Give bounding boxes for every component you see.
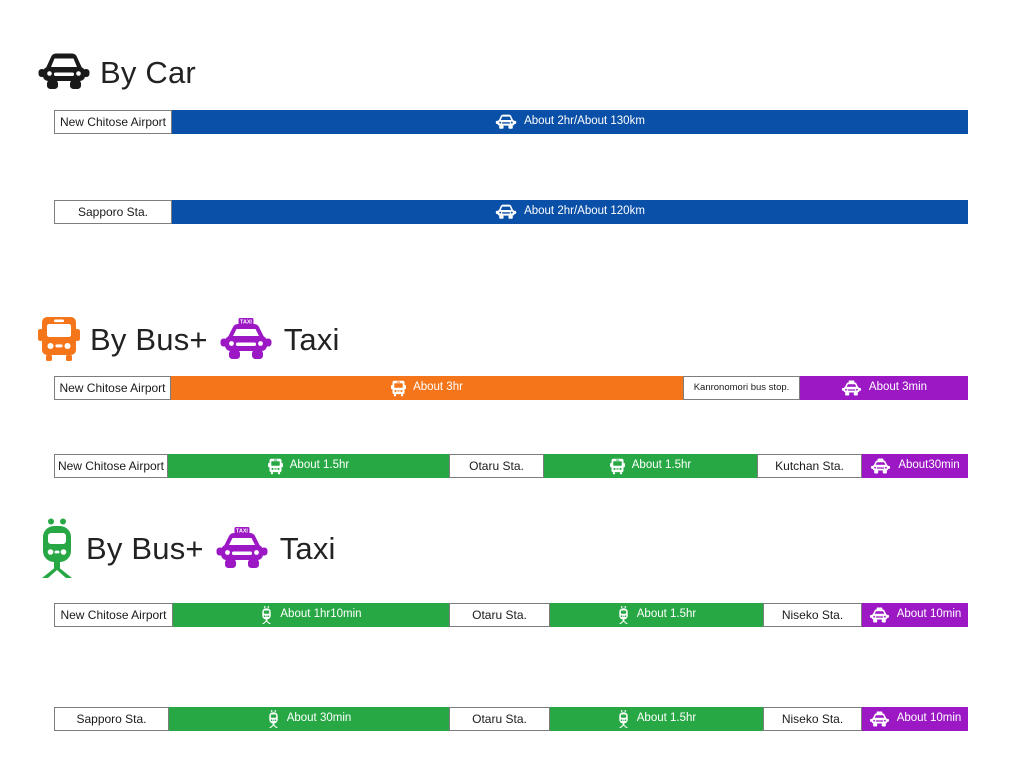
route-leg[interactable]: About 10min bbox=[862, 707, 968, 731]
route-row: New Chitose Airport About 1hr10min Ot bbox=[54, 603, 968, 627]
taxi-icon: TAXI bbox=[220, 318, 272, 359]
section-heading-by-car: By Car bbox=[38, 52, 196, 92]
leg-label: About 2hr/About 130km bbox=[524, 115, 645, 128]
taxi-icon bbox=[869, 711, 889, 727]
route-node[interactable]: Otaru Sta. bbox=[449, 603, 550, 627]
svg-text:TAXI: TAXI bbox=[240, 320, 252, 326]
section-title-after: Taxi bbox=[283, 321, 340, 357]
node-label: Kanronomori bus stop. bbox=[693, 382, 790, 394]
route-node[interactable]: New Chitose Airport bbox=[54, 603, 173, 627]
leg-label: About 1.5hr bbox=[636, 712, 697, 725]
node-label: Otaru Sta. bbox=[472, 608, 527, 622]
bus-icon bbox=[267, 458, 283, 474]
node-label: Otaru Sta. bbox=[472, 712, 527, 726]
node-label: Niseko Sta. bbox=[781, 712, 844, 726]
route-leg[interactable]: About 3min bbox=[800, 376, 968, 400]
leg-label: About 1.5hr bbox=[631, 459, 692, 472]
node-label: Kutchan Sta. bbox=[775, 459, 844, 473]
route-leg[interactable]: About30min bbox=[862, 454, 968, 478]
route-node[interactable]: New Chitose Airport bbox=[54, 376, 171, 400]
leg-label: About 1hr10min bbox=[280, 608, 362, 621]
route-node[interactable]: Kanronomori bus stop. bbox=[683, 376, 800, 400]
taxi-icon bbox=[841, 380, 861, 396]
route-leg[interactable]: About 10min bbox=[862, 603, 968, 627]
leg-label: About 1.5hr bbox=[289, 459, 350, 472]
route-leg[interactable]: About 30min bbox=[169, 707, 449, 731]
node-label: Otaru Sta. bbox=[469, 459, 524, 473]
node-label: Niseko Sta. bbox=[781, 608, 844, 622]
route-leg[interactable]: About 3hr bbox=[171, 376, 683, 400]
route-row: New Chitose Airport About 1.5hr bbox=[54, 454, 968, 478]
leg-label: About30min bbox=[898, 459, 960, 472]
node-label: Sapporo Sta. bbox=[77, 205, 149, 219]
section-title-after: Taxi bbox=[279, 530, 336, 566]
route-leg[interactable]: About 1hr10min bbox=[173, 603, 449, 627]
taxi-icon: TAXI bbox=[216, 527, 268, 568]
train-icon bbox=[268, 710, 278, 728]
train-icon bbox=[618, 710, 628, 728]
route-leg[interactable]: About 1.5hr bbox=[168, 454, 449, 478]
car-icon bbox=[38, 53, 90, 89]
route-row: Sapporo Sta. About 30min Otaru Sta. bbox=[54, 707, 968, 731]
route-node[interactable]: Sapporo Sta. bbox=[54, 707, 169, 731]
section-heading-by-bus-taxi: By Bus+ TAXI Taxi bbox=[38, 315, 340, 363]
route-node[interactable]: Kutchan Sta. bbox=[757, 454, 862, 478]
train-icon bbox=[42, 518, 72, 578]
bus-icon bbox=[38, 317, 80, 361]
leg-label: About 10min bbox=[896, 712, 962, 725]
leg-label: About 1.5hr bbox=[636, 608, 697, 621]
car-icon bbox=[495, 204, 517, 219]
node-label: New Chitose Airport bbox=[59, 115, 167, 129]
car-icon bbox=[495, 114, 517, 129]
taxi-icon bbox=[869, 607, 889, 623]
node-label: New Chitose Airport bbox=[57, 459, 165, 473]
bus-icon bbox=[391, 380, 406, 396]
node-label: Sapporo Sta. bbox=[76, 712, 147, 726]
section-title: By Car bbox=[100, 54, 196, 90]
leg-label: About 3hr bbox=[413, 381, 463, 394]
route-node[interactable]: Sapporo Sta. bbox=[54, 200, 172, 224]
route-leg[interactable]: About 1.5hr bbox=[550, 707, 763, 731]
route-node[interactable]: Otaru Sta. bbox=[449, 707, 550, 731]
route-row: Sapporo Sta. About 2hr/About 120km bbox=[54, 200, 968, 224]
section-heading-by-train-taxi: By Bus+ TAXI Taxi bbox=[38, 518, 336, 578]
route-node[interactable]: New Chitose Airport bbox=[54, 110, 172, 134]
route-node[interactable]: Niseko Sta. bbox=[763, 707, 862, 731]
taxi-icon bbox=[871, 458, 891, 474]
svg-text:TAXI: TAXI bbox=[236, 529, 248, 535]
route-leg[interactable]: About 1.5hr bbox=[550, 603, 763, 627]
route-node[interactable]: Otaru Sta. bbox=[449, 454, 544, 478]
leg-label: About 10min bbox=[896, 608, 962, 621]
route-leg[interactable]: About 1.5hr bbox=[544, 454, 757, 478]
train-icon bbox=[618, 606, 628, 624]
node-label: New Chitose Airport bbox=[60, 608, 167, 622]
route-leg[interactable]: About 2hr/About 120km bbox=[172, 200, 968, 224]
section-title-before: By Bus+ bbox=[86, 530, 204, 566]
leg-label: About 2hr/About 120km bbox=[524, 205, 645, 218]
train-icon bbox=[262, 606, 272, 624]
leg-label: About 3min bbox=[868, 381, 928, 394]
route-leg[interactable]: About 2hr/About 130km bbox=[172, 110, 968, 134]
route-node[interactable]: Niseko Sta. bbox=[763, 603, 862, 627]
section-title-before: By Bus+ bbox=[90, 321, 208, 357]
leg-label: About 30min bbox=[286, 712, 352, 725]
route-node[interactable]: New Chitose Airport bbox=[54, 454, 168, 478]
route-row: New Chitose Airport About 2hr/About 130k… bbox=[54, 110, 968, 134]
route-row: New Chitose Airport About 3hr bbox=[54, 376, 968, 400]
node-label: New Chitose Airport bbox=[59, 381, 166, 395]
bus-icon bbox=[609, 458, 625, 474]
